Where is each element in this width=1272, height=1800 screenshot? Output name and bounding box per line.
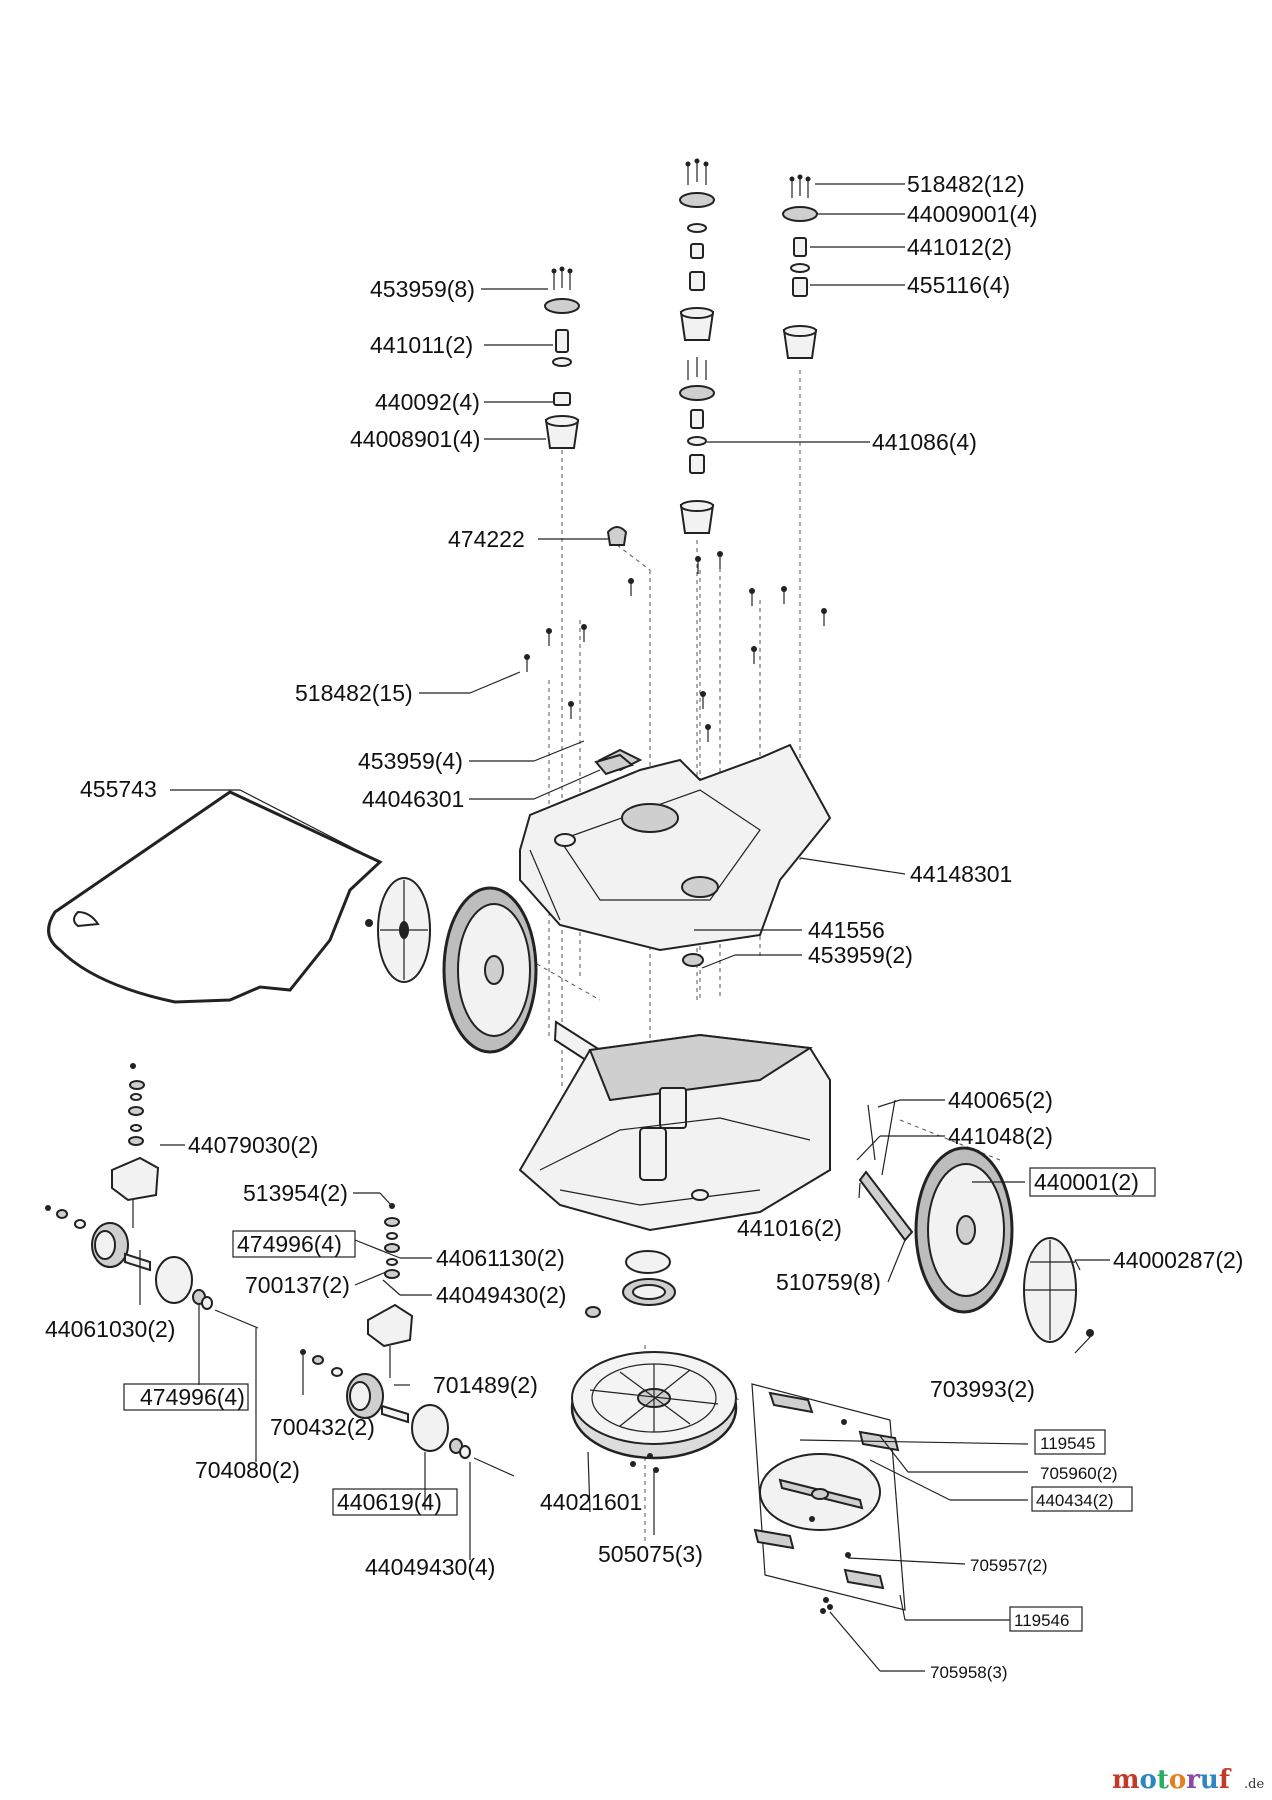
label-boxes [123, 1167, 1156, 1632]
part-label: 441048(2) [948, 1123, 1053, 1149]
part-label: 441556 [808, 917, 885, 943]
part-label: 705957(2) [970, 1556, 1048, 1575]
bushing-icon [690, 409, 704, 429]
sleeve-top-icon [680, 500, 714, 512]
bearing-flange-icon [782, 206, 818, 222]
right-drive-wheel [858, 1099, 1094, 1343]
small-cover-part [594, 753, 635, 776]
blade-disc [570, 1351, 738, 1460]
part-label: 441011(2) [370, 332, 473, 358]
front-wheel-assembly-right [300, 1203, 515, 1477]
sleeve-top-icon [545, 415, 579, 427]
part-label: 474996(4) [237, 1231, 342, 1257]
bushing-icon [555, 329, 569, 353]
front-wheel-assembly-left [45, 1063, 259, 1329]
part-label: 700432(2) [270, 1414, 375, 1440]
washer-icon [552, 357, 572, 367]
part-label: 440065(2) [948, 1087, 1053, 1113]
connector-block [682, 953, 704, 967]
part-label: 440619(4) [337, 1489, 442, 1515]
spring-icon [553, 392, 571, 406]
screw-icon [524, 551, 827, 742]
part-label: 44046301 [362, 786, 464, 812]
part-label: 441012(2) [907, 234, 1012, 260]
part-label: 44079030(2) [188, 1132, 318, 1158]
part-label: 701489(2) [433, 1372, 538, 1398]
screw-icon [789, 174, 811, 198]
part-label: 455743 [80, 776, 157, 802]
part-label: 700137(2) [245, 1272, 350, 1298]
left-column-parts [544, 266, 580, 449]
seal-ring [625, 1250, 671, 1274]
part-label: 44061130(2) [436, 1245, 565, 1271]
part-label: 518482(15) [295, 680, 413, 706]
spring-icon [689, 271, 705, 291]
svg-text:motoruf: motoruf [1112, 1765, 1232, 1795]
part-label: 453959(4) [358, 748, 463, 774]
bearing-ring-inner [632, 1284, 666, 1300]
part-label: 513954(2) [243, 1180, 348, 1206]
washer-icon [790, 263, 810, 273]
bearing-flange-icon [544, 298, 580, 314]
part-label: 453959(8) [370, 276, 475, 302]
part-label: 119545 [1040, 1434, 1095, 1453]
washer-icon [687, 436, 707, 446]
bushing-icon [793, 237, 807, 257]
middle-column-parts [679, 158, 715, 534]
part-label: 44009001(4) [907, 201, 1037, 227]
washer-icon [687, 223, 707, 233]
part-label: 505075(3) [598, 1541, 703, 1567]
part-label: 44049430(2) [436, 1282, 566, 1308]
part-label: 440001(2) [1034, 1169, 1139, 1195]
part-label: 703993(2) [930, 1376, 1035, 1402]
left-drive-wheel [365, 877, 538, 1054]
chassis-base [518, 1033, 831, 1232]
screw-icon [687, 357, 707, 380]
part-label: 510759(8) [776, 1269, 881, 1295]
spring-icon [792, 277, 808, 297]
gasket-notch [73, 910, 100, 928]
sleeve-top-icon [680, 307, 714, 319]
bearing-flange-icon [679, 192, 715, 208]
part-label: 455116(4) [907, 272, 1010, 298]
part-label: 44061030(2) [45, 1316, 175, 1342]
part-label: 44021601 [540, 1489, 642, 1515]
motoruf-logo: motoruf .de [1112, 1765, 1264, 1795]
part-label: 704080(2) [195, 1457, 300, 1483]
blade-kit [751, 1383, 906, 1614]
part-label: 441016(2) [737, 1215, 842, 1241]
leader-lines [139, 183, 1110, 1672]
part-label: 119546 [1014, 1611, 1069, 1630]
part-label: 44008901(4) [350, 426, 480, 452]
part-label: 440092(4) [375, 389, 480, 415]
part-label: 441086(4) [872, 429, 977, 455]
part-label: 518482(12) [907, 171, 1025, 197]
part-label: 474996(4) [140, 1384, 245, 1410]
screw-icon [685, 158, 709, 185]
logo-suffix: .de [1244, 1777, 1264, 1792]
bearing-flange-icon [679, 385, 715, 401]
sleeve-top-icon [783, 325, 817, 337]
part-label: 44049430(4) [365, 1554, 495, 1580]
part-label: 705960(2) [1040, 1464, 1118, 1483]
part-labels: 518482(12) 44009001(4) 441012(2) 455116(… [45, 171, 1243, 1682]
part-label: 705958(3) [930, 1663, 1008, 1682]
gasket-seal [47, 790, 383, 1004]
part-label: 453959(2) [808, 942, 913, 968]
part-label: 440434(2) [1036, 1491, 1114, 1510]
part-label: 474222 [448, 526, 525, 552]
cap-icon [606, 526, 628, 546]
part-label: 44000287(2) [1113, 1247, 1243, 1273]
bushing-icon [690, 243, 704, 259]
right-column-parts [782, 174, 818, 359]
screw-icon [551, 266, 573, 290]
small-nut [585, 1306, 601, 1318]
top-cover [519, 743, 832, 952]
part-label: 44148301 [910, 861, 1012, 887]
spring-icon [689, 454, 705, 474]
